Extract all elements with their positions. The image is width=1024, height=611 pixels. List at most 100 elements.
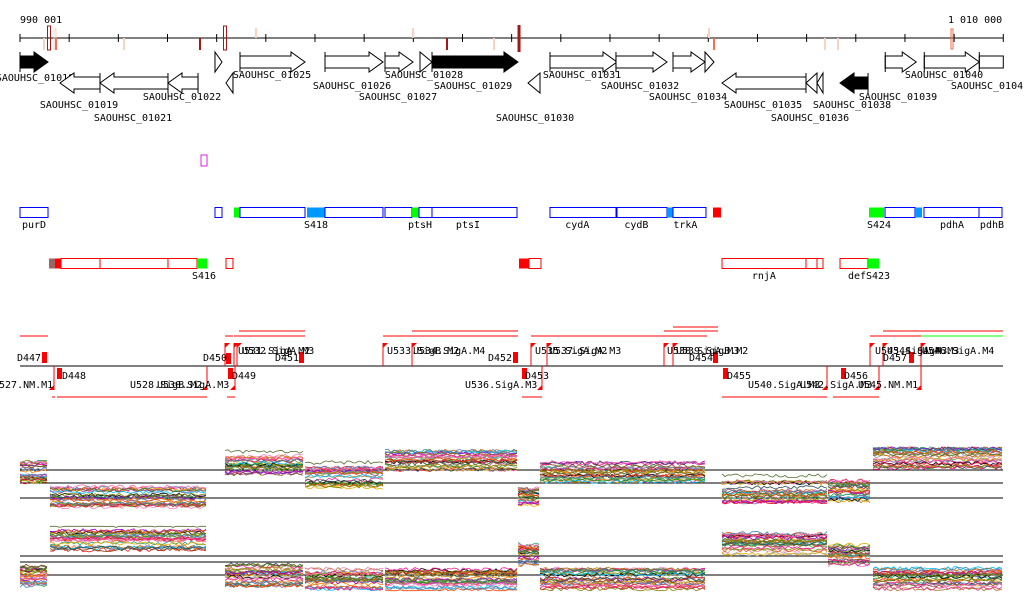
expression-series-line (224, 569, 304, 575)
operon-segment-redfill (55, 258, 62, 269)
operon-segment-redfill (519, 258, 529, 269)
operon-segment-box (805, 258, 818, 269)
expression-series-line (721, 551, 828, 557)
expression-series-line (827, 554, 871, 560)
gene-label: SAOUHSC_01036 (771, 113, 849, 124)
expression-series-line (304, 484, 384, 489)
operon-segment-box (239, 207, 306, 218)
expression-series-line (384, 571, 517, 576)
expression-series-line (304, 478, 384, 484)
expression-series-line (517, 503, 540, 507)
gene-label: SAOUHSC_01032 (601, 81, 679, 92)
expression-series-line (304, 572, 384, 577)
expression-series-line (872, 580, 1003, 586)
promoter-arrow-icon (870, 343, 875, 348)
terminator-marker (57, 368, 62, 379)
gene-arrow (99, 72, 169, 94)
expression-series-line (721, 498, 828, 504)
gene-label: SAOUHSC_01019 (40, 100, 118, 111)
expression-series-line (304, 584, 384, 589)
expression-series-line (304, 581, 384, 587)
expression-series-line (224, 571, 304, 577)
expression-series-line (384, 467, 518, 473)
signal-label: U535.SigA.M2 (535, 346, 607, 357)
expression-series-line (49, 495, 207, 501)
expression-series-line (19, 466, 48, 471)
expression-series-line (19, 475, 48, 480)
expression-series-line (49, 530, 207, 535)
expression-series-line (224, 460, 304, 466)
operon-label: purD (22, 220, 46, 231)
marker-track (200, 154, 208, 167)
expression-series-line (517, 560, 540, 565)
expression-series-line (19, 572, 48, 578)
promoter-arrow-icon (412, 343, 417, 348)
expression-series-line (224, 467, 304, 473)
expression-series-line (19, 479, 48, 484)
signal-label: D447 (17, 353, 41, 364)
expression-series-line (49, 487, 207, 493)
operon-segment-box (324, 207, 384, 218)
signal-label: U528.SigB.M2 (130, 380, 202, 391)
ruler-track: 990 001 1 010 000 (19, 15, 1004, 52)
signal-label: U531.SigA.M2 (238, 346, 310, 357)
gene-arrow (672, 51, 706, 73)
promoter-arrow-icon (673, 343, 678, 348)
expression-series-line (539, 566, 706, 572)
gene-arrow (615, 51, 668, 73)
expression-series-line (872, 572, 1003, 578)
expression-series-line (384, 451, 518, 457)
gene-arrow (419, 50, 433, 74)
expression-series-line (384, 460, 518, 466)
expression-series-line (304, 485, 384, 490)
operon-label: defS423 (848, 271, 890, 282)
expression-series-line (872, 582, 1003, 588)
expression-series-line (827, 480, 871, 486)
expression-series-line (224, 563, 304, 568)
expression-series-line (224, 575, 304, 581)
expression-series-line (827, 550, 870, 555)
expression-series-line (384, 585, 518, 590)
expression-series-line (19, 463, 48, 468)
expression-series-line (384, 568, 518, 573)
gene-label: SAOUHSC_01018 (0, 73, 74, 84)
gene-arrow (839, 72, 869, 94)
expression-series-line (539, 463, 706, 469)
expression-series-line (539, 479, 706, 484)
operon-segment-box (431, 207, 518, 218)
terminator-marker (228, 368, 233, 379)
expression-series-line (224, 580, 304, 586)
gene-label: SAOUHSC_01021 (94, 113, 172, 124)
gene-label: SAOUHSC_01031 (543, 70, 621, 81)
marker-box (200, 154, 208, 167)
signal-label: U540.SigA.M3 (748, 380, 820, 391)
expression-series-line (721, 541, 828, 546)
expression-series-line (49, 540, 207, 546)
expression-series-line (827, 496, 871, 501)
expression-series-line (19, 582, 48, 587)
expression-series-line (721, 534, 828, 540)
signal-label: U545.NM.M1 (858, 380, 918, 391)
expression-series-line (827, 545, 871, 551)
expression-series-line (517, 501, 540, 506)
expression-series-line (827, 548, 871, 553)
expression-series-line (872, 578, 1003, 583)
gene-label: SAOUHSC_01041 (951, 81, 1024, 92)
expression-series-line (872, 453, 1003, 459)
expression-series-line (224, 471, 304, 477)
gene-arrow (816, 71, 824, 95)
variant-mark (492, 38, 495, 50)
expression-series-line (827, 479, 871, 484)
expression-series-line (827, 497, 871, 503)
expression-series-line (872, 456, 1003, 462)
expression-series-line (517, 547, 540, 552)
expression-series-line (304, 474, 384, 479)
expression-series-line (539, 460, 706, 466)
expression-series-line (539, 471, 706, 476)
expression-series-line (517, 548, 540, 552)
expression-series-line (539, 468, 706, 473)
expression-series-line (384, 454, 518, 460)
variant-mark (254, 28, 257, 38)
operon-label: ptsI (456, 220, 480, 231)
expression-series-line (19, 577, 47, 582)
